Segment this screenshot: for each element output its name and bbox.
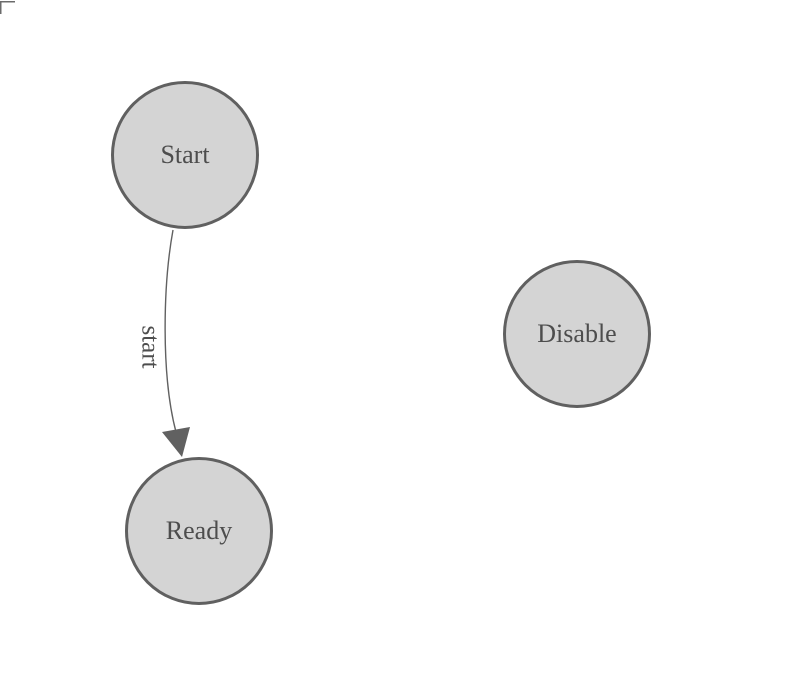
- state-node-disable[interactable]: Disable: [503, 260, 651, 408]
- state-node-ready-label: Ready: [165, 516, 233, 545]
- corner-bracket-mark: [0, 1, 15, 14]
- state-node-ready[interactable]: Ready: [125, 457, 273, 605]
- edge-start-to-ready[interactable]: [164, 229, 177, 433]
- edge-label-start: start: [137, 325, 164, 368]
- edge-arrowhead-icon[interactable]: [162, 427, 190, 457]
- state-node-start[interactable]: Start: [111, 81, 259, 229]
- state-node-start-label: Start: [160, 140, 210, 169]
- state-node-disable-label: Disable: [537, 319, 617, 348]
